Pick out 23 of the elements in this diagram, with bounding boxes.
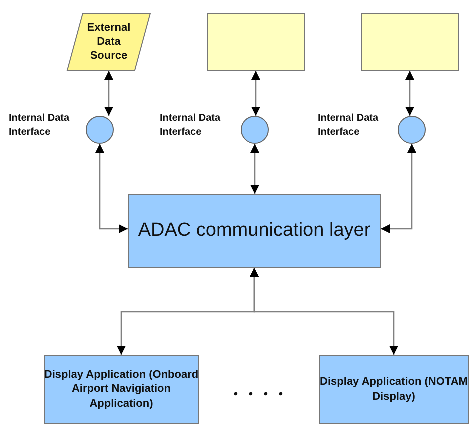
connector-arrow xyxy=(252,71,260,116)
process-box xyxy=(128,194,381,268)
node-label: Display Application (NOTAM Display) xyxy=(319,375,469,404)
interface-circle xyxy=(398,116,426,144)
process-box xyxy=(319,355,469,424)
connector-arrow xyxy=(104,71,114,116)
interface-circle xyxy=(86,116,114,144)
node-label: Display Application (Onboard Airport Navigiation Application) xyxy=(44,368,199,411)
data-parallelogram xyxy=(66,13,152,71)
process-box xyxy=(207,13,305,71)
connector-arrow xyxy=(406,71,414,116)
process-box xyxy=(361,13,459,71)
connector-arrow xyxy=(250,144,260,194)
node-caption: Internal Data Interface xyxy=(9,112,71,139)
node-label: External Data Source xyxy=(86,20,132,64)
interface-circle xyxy=(241,116,269,144)
node-label: ADAC communication layer xyxy=(138,218,371,243)
node-caption: Internal Data Interface xyxy=(160,112,222,139)
connector-arrow xyxy=(381,144,416,234)
connector-arrow xyxy=(96,144,128,234)
process-box xyxy=(44,355,199,424)
connector-arrow xyxy=(250,268,398,355)
node-caption: Internal Data Interface xyxy=(318,112,380,139)
